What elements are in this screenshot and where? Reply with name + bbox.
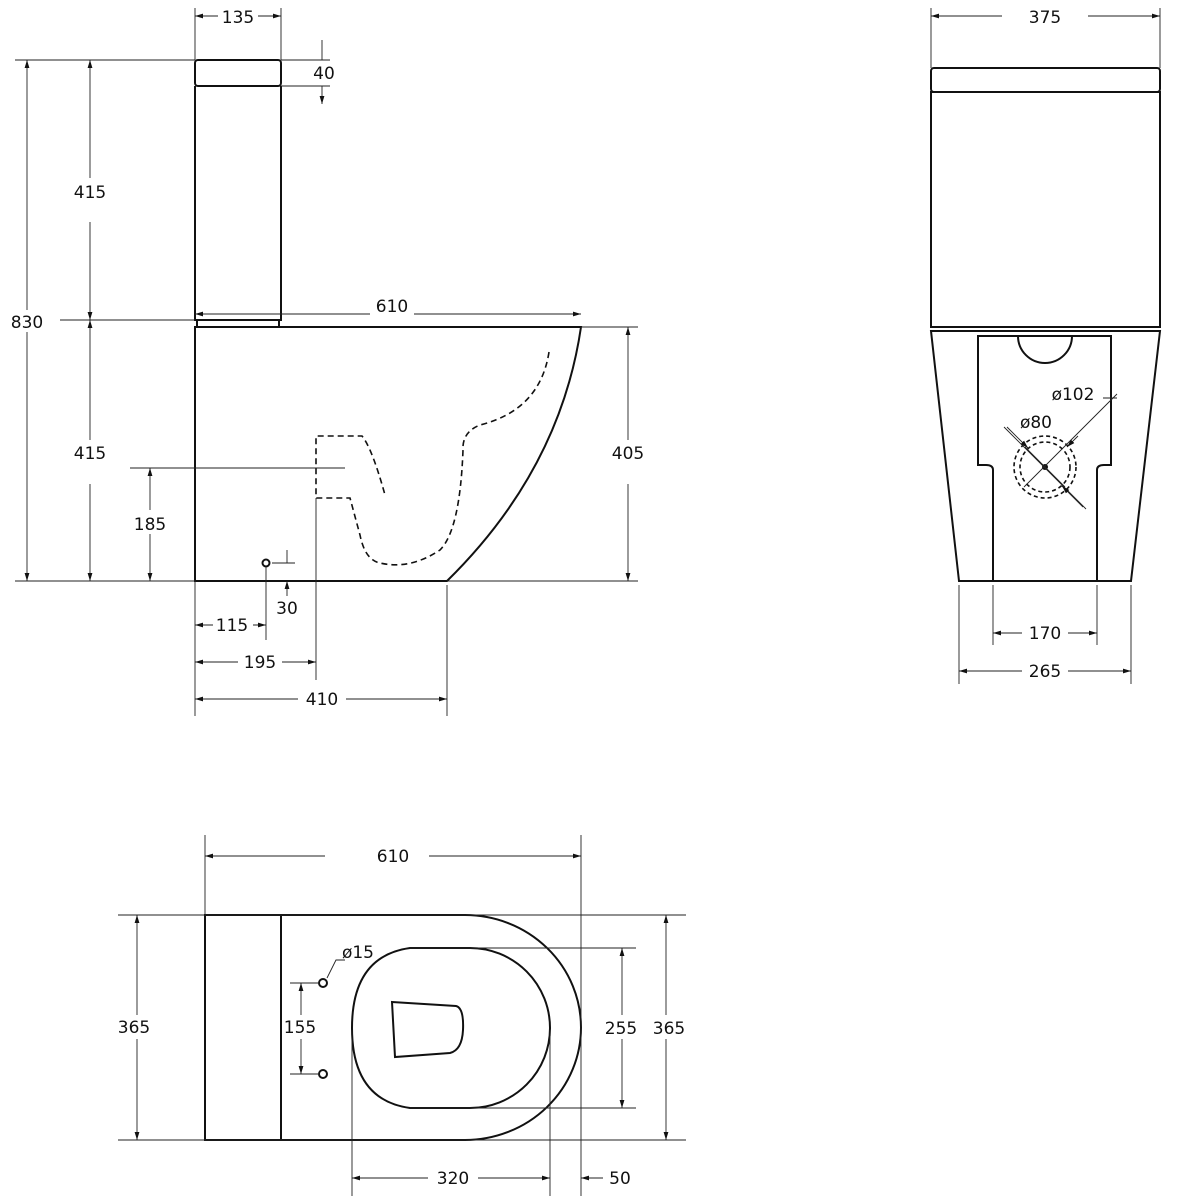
dim-seat-length: 320 <box>437 1169 469 1189</box>
dim-top-length: 610 <box>377 847 409 867</box>
dim-lid-height: 40 <box>313 64 335 84</box>
dim-hole-height: 30 <box>276 599 298 619</box>
tank-base <box>196 320 280 327</box>
outlet-outer-circle <box>1013 435 1077 499</box>
top-view: 610 365 ø15 155 255 365 320 50 <box>115 835 690 1196</box>
front-inlet-cutout <box>1017 335 1073 364</box>
dim-bowl-front-height: 405 <box>612 444 644 464</box>
front-bowl <box>929 330 1162 582</box>
front-tank-lid <box>930 67 1161 93</box>
dim-inner-width: 170 <box>1029 624 1061 644</box>
dim-top-width-right: 365 <box>653 1019 685 1039</box>
dim-total-height: 830 <box>11 313 43 333</box>
dim-bowl-height: 415 <box>74 444 106 464</box>
top-bowl-opening <box>390 1000 465 1059</box>
mount-hole-bottom <box>318 1069 328 1079</box>
front-recess <box>977 335 1112 581</box>
dim-hole-offset: 115 <box>216 616 248 636</box>
dim-top-width-left: 365 <box>118 1018 150 1038</box>
trap-hidden-line <box>315 351 550 566</box>
dim-inlet-height: 185 <box>134 515 166 535</box>
mount-hole-top <box>318 978 328 988</box>
top-seat <box>350 947 551 1109</box>
front-tank-body <box>930 91 1161 328</box>
dim-tank-height: 415 <box>74 183 106 203</box>
dim-tank-width: 135 <box>222 8 254 28</box>
dim-hole-diameter: ø15 <box>342 943 374 963</box>
dim-outlet-outer: ø102 <box>1052 385 1095 405</box>
tank-lid <box>194 59 282 87</box>
dim-base-length: 410 <box>306 690 338 710</box>
dim-front-offset: 50 <box>609 1169 631 1189</box>
dim-seat-width: 255 <box>605 1019 637 1039</box>
tank-body <box>194 86 282 321</box>
dim-outlet-inner: ø80 <box>1020 413 1052 433</box>
bowl-body <box>194 326 583 582</box>
inlet-hole <box>261 558 271 568</box>
dim-front-width: 375 <box>1029 8 1061 28</box>
dim-length: 610 <box>376 297 408 317</box>
dim-outlet-offset: 195 <box>244 653 276 673</box>
dim-hole-spacing: 155 <box>284 1018 316 1038</box>
dim-base-width: 265 <box>1029 662 1061 682</box>
outlet-inner-circle <box>1019 441 1071 493</box>
side-view: 135 40 830 415 415 185 610 405 30 115 19… <box>5 6 650 716</box>
front-view: 375 ø102 ø80 170 265 <box>929 5 1162 684</box>
